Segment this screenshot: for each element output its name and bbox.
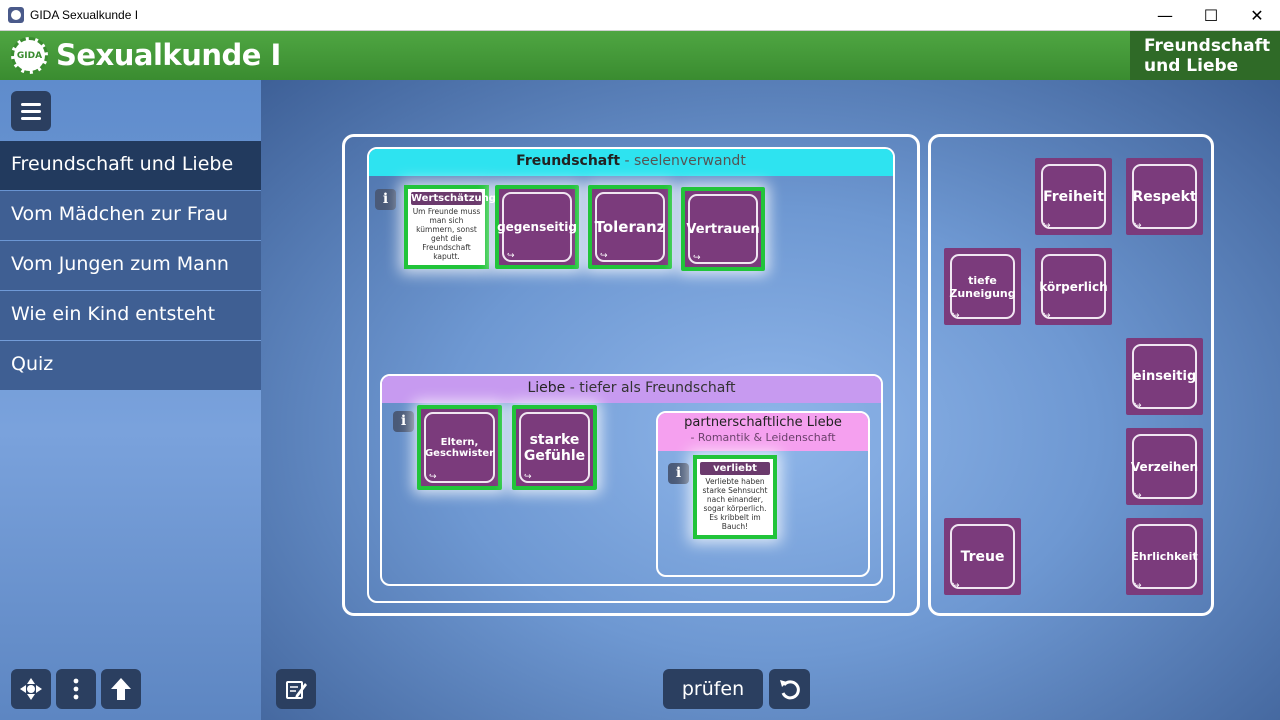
info-button-liebe[interactable]: i bbox=[393, 411, 414, 432]
group-liebe: Liebe - tiefer als Freundschaft i Eltern… bbox=[380, 374, 883, 586]
more-vertical-icon bbox=[73, 678, 79, 700]
card-respekt-label: Respekt bbox=[1132, 164, 1197, 229]
group-freundschaft-subtitle: - seelenverwandt bbox=[620, 153, 746, 169]
window-title: GIDA Sexualkunde I bbox=[30, 8, 139, 22]
info-card-verliebt[interactable]: verliebt Verliebte haben starke Sehnsuch… bbox=[693, 455, 777, 539]
nav-item-wie-ein-kind-entsteht[interactable]: Wie ein Kind entsteht bbox=[0, 291, 261, 340]
notepad-icon bbox=[286, 681, 307, 699]
app-icon bbox=[8, 7, 24, 23]
group-partner-subtitle: - Romantik & Leidenschaft bbox=[690, 431, 836, 444]
card-koerperlich-label: körperlich bbox=[1039, 254, 1108, 319]
turn-icon: ↪ bbox=[693, 253, 701, 263]
card-gegenseitig-label: gegenseitig bbox=[497, 192, 577, 262]
app-title: Sexualkunde I bbox=[56, 38, 281, 72]
card-einseitig[interactable]: einseitig ↪ bbox=[1126, 338, 1203, 415]
notes-button[interactable] bbox=[276, 669, 316, 709]
turn-icon: ↪ bbox=[600, 251, 608, 261]
info-card-wertschaetzung[interactable]: Wertschätzung Um Freunde muss man sich k… bbox=[404, 185, 496, 269]
card-freiheit-label: Freiheit bbox=[1041, 164, 1106, 229]
card-starke-gefuehle[interactable]: starke Gefühle ↪ bbox=[512, 405, 597, 490]
card-ehrlichkeit-label: Ehrlichkeit bbox=[1131, 524, 1198, 589]
card-treue-label: Treue bbox=[950, 524, 1015, 589]
navigation-button[interactable] bbox=[11, 669, 51, 709]
nav-item-quiz[interactable]: Quiz bbox=[0, 341, 261, 390]
turn-icon: ↪ bbox=[507, 251, 515, 261]
chapter-nav: Freundschaft und Liebe Vom Mädchen zur F… bbox=[0, 141, 261, 391]
gida-logo: GIDA bbox=[11, 37, 48, 74]
turn-icon: ↪ bbox=[1134, 581, 1142, 591]
turn-icon: ↪ bbox=[1134, 221, 1142, 231]
up-button[interactable] bbox=[101, 669, 141, 709]
app-header: GIDA Sexualkunde I Freundschaft und Lieb… bbox=[0, 31, 1280, 80]
group-freundschaft: Freundschaft - seelenverwandt i Wertschä… bbox=[367, 147, 895, 603]
nav-item-freundschaft-und-liebe[interactable]: Freundschaft und Liebe bbox=[0, 141, 261, 190]
minimize-button[interactable]: — bbox=[1157, 6, 1173, 25]
move-icon bbox=[20, 678, 42, 700]
turn-icon: ↪ bbox=[1043, 311, 1051, 321]
more-button[interactable] bbox=[56, 669, 96, 709]
sidebar: Freundschaft und Liebe Vom Mädchen zur F… bbox=[0, 80, 261, 720]
chapter-title: Freundschaft und Liebe bbox=[1130, 31, 1280, 80]
window-titlebar: GIDA Sexualkunde I — ☐ ✕ bbox=[0, 0, 1280, 31]
card-verzeihen[interactable]: Verzeihen ↪ bbox=[1126, 428, 1203, 505]
group-partner-title: partnerschaftliche Liebe bbox=[684, 415, 842, 430]
reset-icon bbox=[779, 680, 800, 700]
maximize-button[interactable]: ☐ bbox=[1203, 6, 1219, 25]
info-card-wertschaetzung-text: Um Freunde muss man sich kümmern, sonst … bbox=[412, 207, 481, 261]
card-toleranz-label: Toleranz bbox=[595, 192, 665, 262]
info-card-verliebt-text: Verliebte haben starke Sehnsucht nach ei… bbox=[702, 477, 768, 531]
check-button[interactable]: prüfen bbox=[663, 669, 763, 709]
card-verzeihen-label: Verzeihen bbox=[1131, 434, 1198, 499]
info-card-wertschaetzung-title: Wertschätzung bbox=[411, 192, 496, 205]
card-pool-panel: Freiheit ↪ Respekt ↪ tiefe Zuneigung ↪ k… bbox=[928, 134, 1214, 616]
sorting-panel: Freundschaft - seelenverwandt i Wertschä… bbox=[342, 134, 920, 616]
nav-item-vom-maedchen-zur-frau[interactable]: Vom Mädchen zur Frau bbox=[0, 191, 261, 240]
card-koerperlich[interactable]: körperlich ↪ bbox=[1035, 248, 1112, 325]
turn-icon: ↪ bbox=[1134, 491, 1142, 501]
card-einseitig-label: einseitig bbox=[1132, 344, 1197, 409]
close-button[interactable]: ✕ bbox=[1250, 6, 1264, 25]
menu-button[interactable] bbox=[11, 91, 51, 131]
info-card-verliebt-title: verliebt bbox=[700, 462, 770, 475]
chapter-title-line1: Freundschaft bbox=[1144, 36, 1271, 56]
arrow-up-icon bbox=[111, 678, 131, 700]
card-respekt[interactable]: Respekt ↪ bbox=[1126, 158, 1203, 235]
turn-icon: ↪ bbox=[1134, 401, 1142, 411]
card-eltern-geschwister-label: Eltern, Geschwister bbox=[424, 412, 495, 483]
card-tiefe-zuneigung[interactable]: tiefe Zuneigung ↪ bbox=[944, 248, 1021, 325]
hamburger-icon bbox=[21, 102, 41, 106]
info-button-freundschaft[interactable]: i bbox=[375, 189, 396, 210]
chapter-title-line2: und Liebe bbox=[1144, 56, 1239, 76]
group-freundschaft-header: Freundschaft - seelenverwandt bbox=[369, 149, 893, 176]
card-eltern-geschwister[interactable]: Eltern, Geschwister ↪ bbox=[417, 405, 502, 490]
info-button-partner[interactable]: i bbox=[668, 463, 689, 484]
group-liebe-title: Liebe bbox=[527, 380, 566, 396]
group-liebe-header: Liebe - tiefer als Freundschaft bbox=[382, 376, 881, 403]
card-starke-gefuehle-label: starke Gefühle bbox=[519, 412, 590, 483]
card-treue[interactable]: Treue ↪ bbox=[944, 518, 1021, 595]
card-vertrauen-label: Vertrauen bbox=[686, 194, 760, 264]
reset-button[interactable] bbox=[769, 669, 810, 709]
turn-icon: ↪ bbox=[429, 472, 437, 482]
card-freiheit[interactable]: Freiheit ↪ bbox=[1035, 158, 1112, 235]
group-freundschaft-title: Freundschaft bbox=[516, 153, 621, 169]
group-partner-header: partnerschaftliche Liebe - Romantik & Le… bbox=[658, 413, 868, 451]
turn-icon: ↪ bbox=[952, 311, 960, 321]
card-ehrlichkeit[interactable]: Ehrlichkeit ↪ bbox=[1126, 518, 1203, 595]
turn-icon: ↪ bbox=[1043, 221, 1051, 231]
card-gegenseitig[interactable]: gegenseitig ↪ bbox=[495, 185, 579, 269]
group-partnerschaftliche-liebe: partnerschaftliche Liebe - Romantik & Le… bbox=[656, 411, 870, 577]
card-toleranz[interactable]: Toleranz ↪ bbox=[588, 185, 672, 269]
card-tiefe-zuneigung-label: tiefe Zuneigung bbox=[949, 254, 1016, 319]
group-liebe-subtitle: - tiefer als Freundschaft bbox=[565, 380, 736, 396]
main-area: Freundschaft - seelenverwandt i Wertschä… bbox=[261, 80, 1280, 720]
turn-icon: ↪ bbox=[524, 472, 532, 482]
card-vertrauen[interactable]: Vertrauen ↪ bbox=[681, 187, 765, 271]
nav-item-vom-jungen-zum-mann[interactable]: Vom Jungen zum Mann bbox=[0, 241, 261, 290]
turn-icon: ↪ bbox=[952, 581, 960, 591]
